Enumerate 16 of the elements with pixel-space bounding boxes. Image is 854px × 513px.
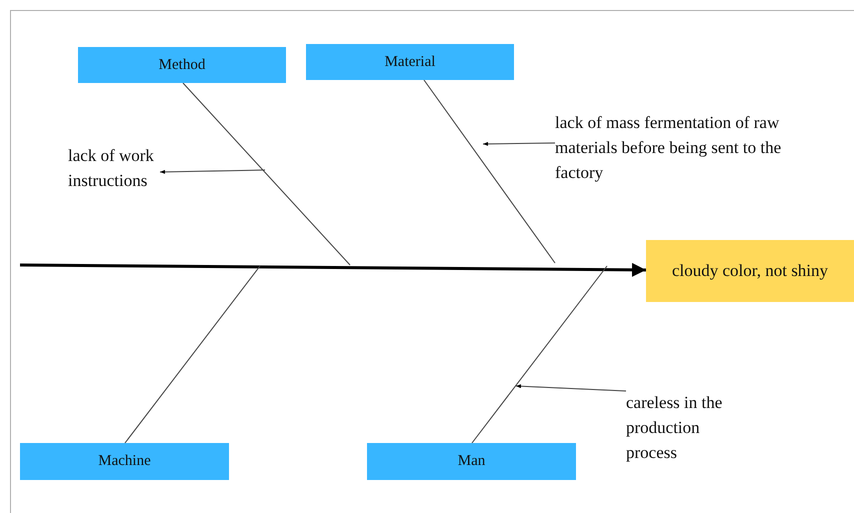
category-box: Material [306, 44, 514, 80]
effect-box: cloudy color, not shiny [646, 240, 854, 302]
cause-text: careless in the production process [626, 390, 746, 468]
bone-line [124, 266, 260, 444]
bone-line [472, 266, 608, 444]
bone-line [424, 80, 556, 264]
spine-arrow [20, 262, 646, 277]
category-box: Machine [20, 443, 229, 480]
leader-arrow [160, 170, 266, 174]
cause-text: lack of work instructions [68, 143, 160, 195]
category-box: Method [78, 47, 286, 83]
cause-text: lack of mass fermentation of raw materials before being sent to the factory [555, 110, 790, 188]
leader-arrow [516, 384, 626, 392]
leader-arrow [482, 142, 556, 146]
bone-line [182, 82, 350, 266]
category-box: Man [367, 443, 576, 480]
